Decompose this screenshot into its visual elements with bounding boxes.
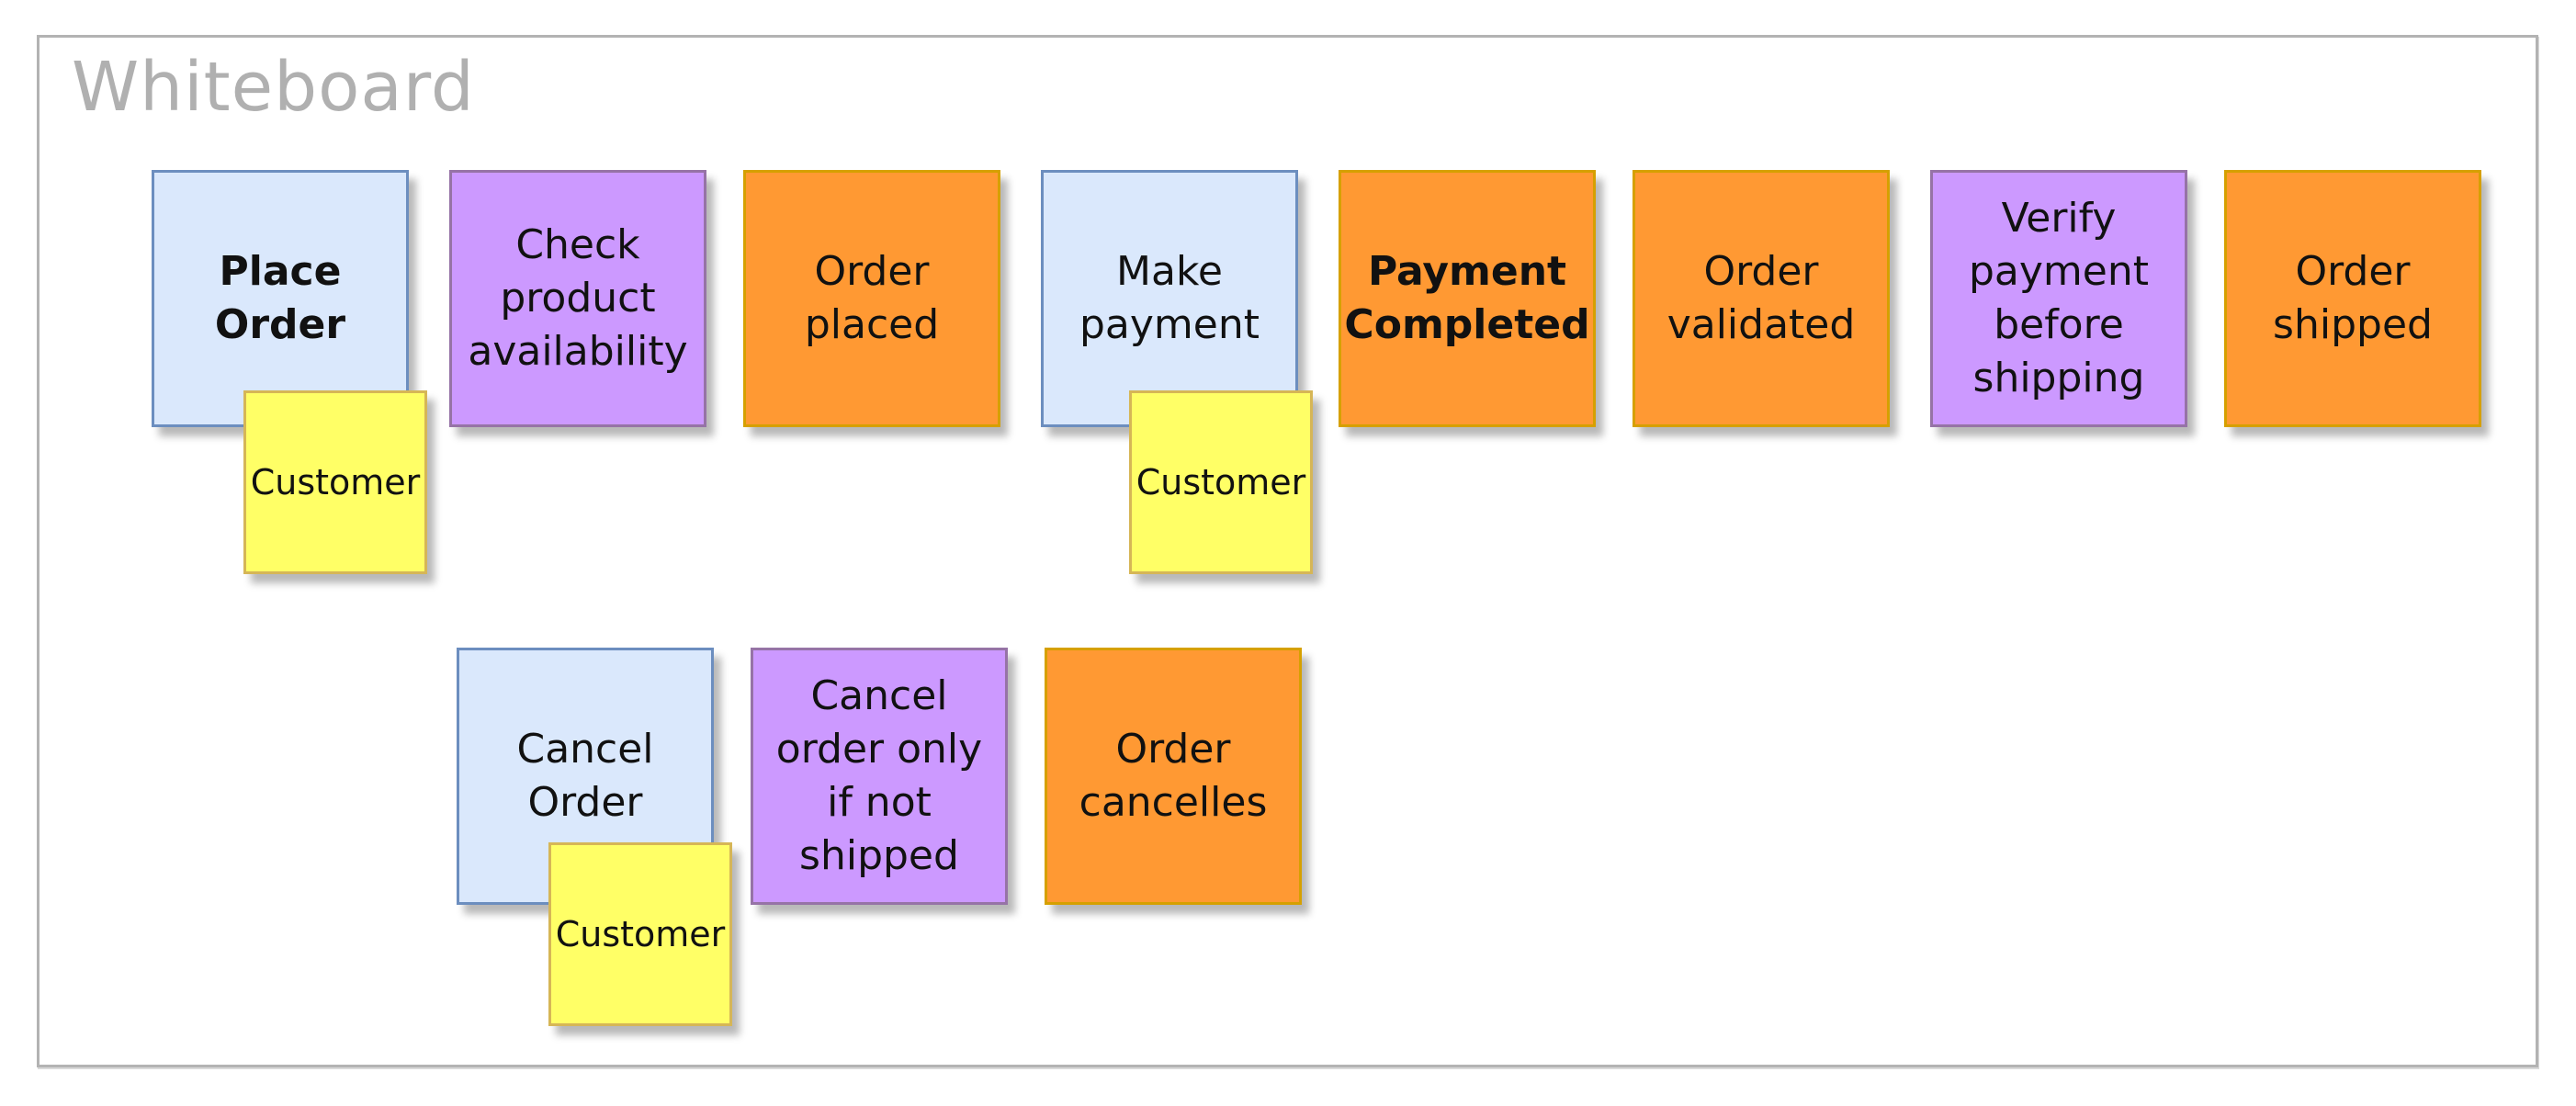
policy-note-verify-payment-before-shipping[interactable]: Verify payment before shipping	[1930, 170, 2187, 427]
actor-note-customer[interactable]: Customer	[243, 390, 427, 574]
event-note-order-validated[interactable]: Order validated	[1633, 170, 1890, 427]
event-note-payment-completed[interactable]: Payment Completed	[1339, 170, 1596, 427]
whiteboard-title: Whiteboard	[72, 48, 475, 127]
command-note-make-payment[interactable]: Make payment	[1041, 170, 1298, 427]
event-note-order-shipped[interactable]: Order shipped	[2224, 170, 2481, 427]
policy-note-cancel-order-only-if-not-shipped[interactable]: Cancel order only if not shipped	[751, 648, 1008, 905]
actor-note-customer[interactable]: Customer	[1129, 390, 1313, 574]
command-note-place-order[interactable]: Place Order	[152, 170, 409, 427]
actor-note-customer[interactable]: Customer	[548, 842, 732, 1026]
event-note-order-placed[interactable]: Order placed	[743, 170, 1000, 427]
whiteboard-frame	[37, 35, 2538, 1067]
policy-note-check-product-availability[interactable]: Check product availability	[449, 170, 706, 427]
event-note-order-cancelles[interactable]: Order cancelles	[1045, 648, 1302, 905]
